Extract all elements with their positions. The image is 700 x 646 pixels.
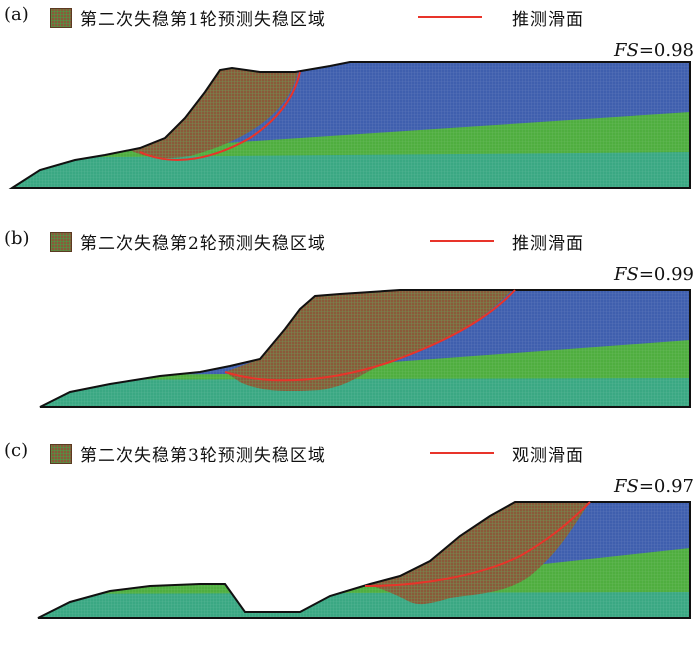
unstable-region-swatch <box>50 232 72 252</box>
legend-region-text: 第二次失稳第2轮预测失稳区域 <box>80 234 326 254</box>
slope-outline <box>39 289 691 408</box>
panel-label: (c) <box>4 440 29 461</box>
fs-value: FS=0.97 <box>614 476 694 497</box>
unstable-region-swatch <box>50 8 72 28</box>
slope-outline <box>8 61 691 189</box>
legend-line-text: 推测滑面 <box>512 10 584 30</box>
legend-region-text: 第二次失稳第1轮预测失稳区域 <box>80 10 326 30</box>
slip-line-swatch <box>430 240 494 242</box>
slip-line-swatch <box>430 452 494 454</box>
panel-label: (a) <box>4 4 29 25</box>
slip-surface <box>139 71 301 161</box>
panel-c: (c) 第二次失稳第3轮预测失稳区域 观测滑面 FS=0.97 <box>0 436 700 646</box>
legend-c: (c) 第二次失稳第3轮预测失稳区域 观测滑面 <box>0 436 700 466</box>
section-a <box>8 61 691 189</box>
legend-line-text: 推测滑面 <box>512 234 584 254</box>
legend-a: (a) 第二次失稳第1轮预测失稳区域 推测滑面 <box>0 0 700 30</box>
panel-b: (b) 第二次失稳第2轮预测失稳区域 推测滑面 FS=0.99 <box>0 224 700 434</box>
slip-surface <box>224 289 516 382</box>
slope-outline <box>37 501 691 619</box>
section-b <box>39 289 691 408</box>
slip-line-swatch <box>418 16 482 18</box>
fs-value: FS=0.98 <box>614 40 694 61</box>
panel-a: (a) 第二次失稳第1轮预测失稳区域 推测滑面 FS=0.98 <box>0 0 700 210</box>
legend-line-text: 观测滑面 <box>512 446 584 466</box>
unstable-region-swatch <box>50 444 72 464</box>
legend-region-text: 第二次失稳第3轮预测失稳区域 <box>80 446 326 466</box>
legend-b: (b) 第二次失稳第2轮预测失稳区域 推测滑面 <box>0 224 700 254</box>
section-c <box>37 501 691 619</box>
panel-label: (b) <box>4 228 30 249</box>
slip-surface <box>364 501 591 587</box>
fs-value: FS=0.99 <box>614 264 694 285</box>
